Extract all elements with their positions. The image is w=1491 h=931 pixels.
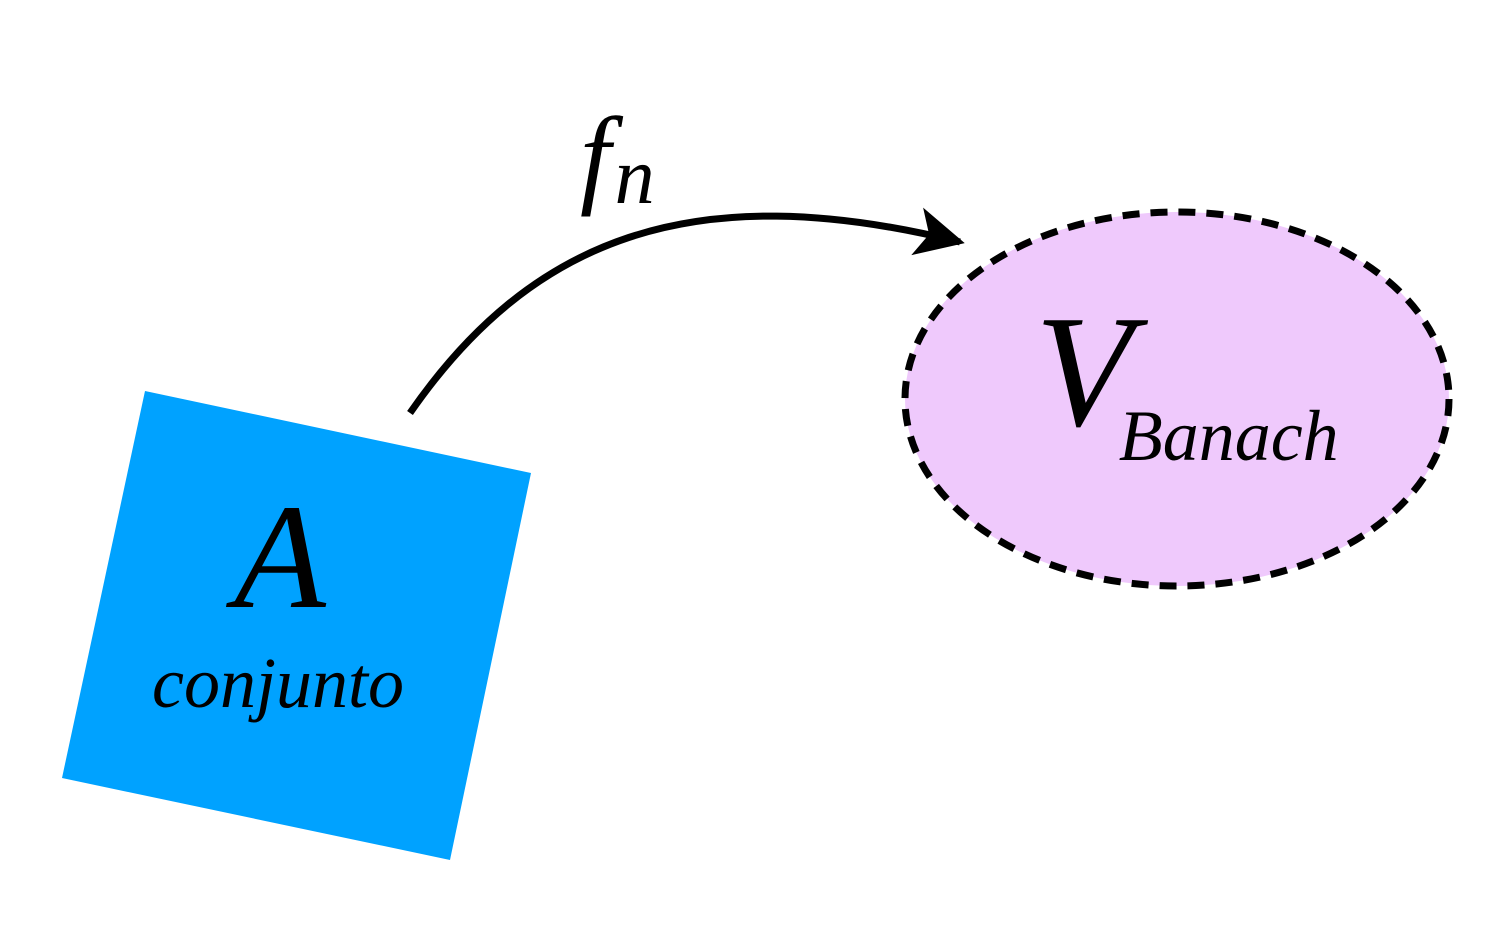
source-set-symbol: A: [225, 474, 327, 640]
source-set-a: A conjunto: [62, 391, 531, 860]
mapping-function-subscript: n: [615, 133, 655, 221]
target-space-symbol: VBanach: [1035, 282, 1339, 476]
target-space-subscript: Banach: [1119, 396, 1339, 476]
source-set-square: [62, 391, 531, 860]
mapping-arrow-curve: [407, 207, 965, 415]
mapping-arrow: fn: [407, 95, 965, 415]
target-space-ellipse: [901, 208, 1453, 590]
target-space-v: VBanach: [901, 208, 1453, 590]
source-set-label: conjunto: [152, 643, 404, 723]
target-space-letter: V: [1035, 282, 1149, 460]
mapping-symbol: fn: [580, 95, 655, 221]
